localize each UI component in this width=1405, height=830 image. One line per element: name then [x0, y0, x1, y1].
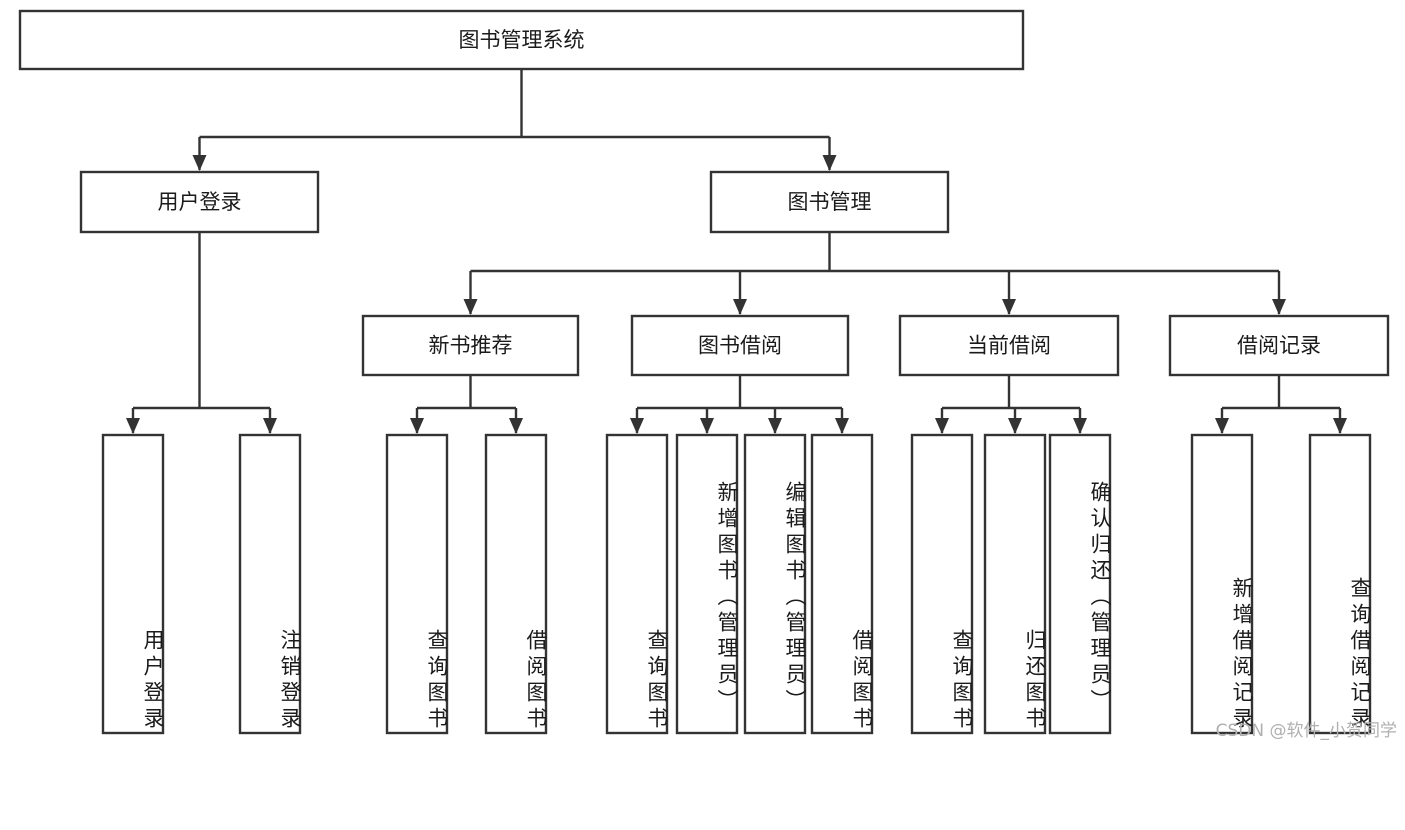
node-box-level3-2[interactable]	[898, 314, 1120, 377]
node-box-level3-1[interactable]	[630, 314, 850, 377]
diagram-canvas: 图书管理系统用户登录图书管理新书推荐图书借阅当前借阅借阅记录 用户登录注销登录查…	[18, 9, 1397, 741]
node-box-leaf-3[interactable]	[484, 433, 548, 735]
node-label-level3-3: 借阅记录	[1237, 334, 1321, 358]
arrow-head-leaf	[768, 418, 782, 434]
node-label-root-0: 图书管理系统	[459, 28, 585, 52]
node-box-leaf-1[interactable]	[238, 433, 302, 735]
arrow-head-leaf	[1333, 418, 1347, 434]
arrow-head-level2-0	[192, 155, 207, 171]
node-box-leaf-8[interactable]	[910, 433, 974, 735]
arrow-head-leaf	[1215, 418, 1229, 434]
node-box-leaf-10[interactable]	[1048, 433, 1112, 735]
boxes-layer	[18, 9, 1390, 735]
arrow-head-leaf	[1008, 418, 1022, 434]
node-box-leaf-5[interactable]	[675, 433, 739, 735]
node-box-leaf-7[interactable]	[810, 433, 874, 735]
arrow-head-leaf	[509, 418, 523, 434]
node-label-level3-1: 图书借阅	[698, 334, 782, 358]
node-box-leaf-2[interactable]	[385, 433, 449, 735]
arrow-head-leaf	[126, 418, 140, 434]
node-label-level3-2: 当前借阅	[967, 334, 1051, 358]
node-box-root-0[interactable]	[18, 9, 1025, 71]
node-box-leaf-9[interactable]	[983, 433, 1047, 735]
node-box-leaf-4[interactable]	[605, 433, 669, 735]
arrow-head-leaf	[835, 418, 849, 434]
node-label-level3-0: 新书推荐	[429, 334, 513, 358]
arrow-head-level3-1	[733, 299, 747, 315]
node-box-leaf-0[interactable]	[101, 433, 165, 735]
arrow-head-leaf	[935, 418, 949, 434]
arrow-head-level3-3	[1272, 299, 1286, 315]
arrow-head-leaf	[410, 418, 424, 434]
node-box-leaf-6[interactable]	[743, 433, 807, 735]
arrow-head-leaf	[263, 418, 277, 434]
node-box-level2-1[interactable]	[709, 170, 950, 234]
arrow-head-leaf	[1073, 418, 1087, 434]
connectors-layer	[126, 69, 1347, 434]
node-box-leaf-12[interactable]	[1308, 433, 1372, 735]
arrow-head-leaf	[700, 418, 714, 434]
node-label-level2-0: 用户登录	[158, 190, 242, 214]
node-label-level2-1: 图书管理	[788, 190, 872, 214]
arrow-head-level3-0	[463, 299, 478, 315]
arrow-head-leaf	[630, 418, 644, 434]
arrow-head-level3-2	[1002, 299, 1016, 315]
node-box-level2-0[interactable]	[79, 170, 320, 234]
node-box-level3-3[interactable]	[1168, 314, 1390, 377]
csdn-watermark: CSDN @软件_小贺同学	[1215, 721, 1397, 741]
node-box-leaf-11[interactable]	[1190, 433, 1254, 735]
node-box-level3-0[interactable]	[361, 314, 580, 377]
arrow-head-level2-1	[822, 155, 837, 171]
